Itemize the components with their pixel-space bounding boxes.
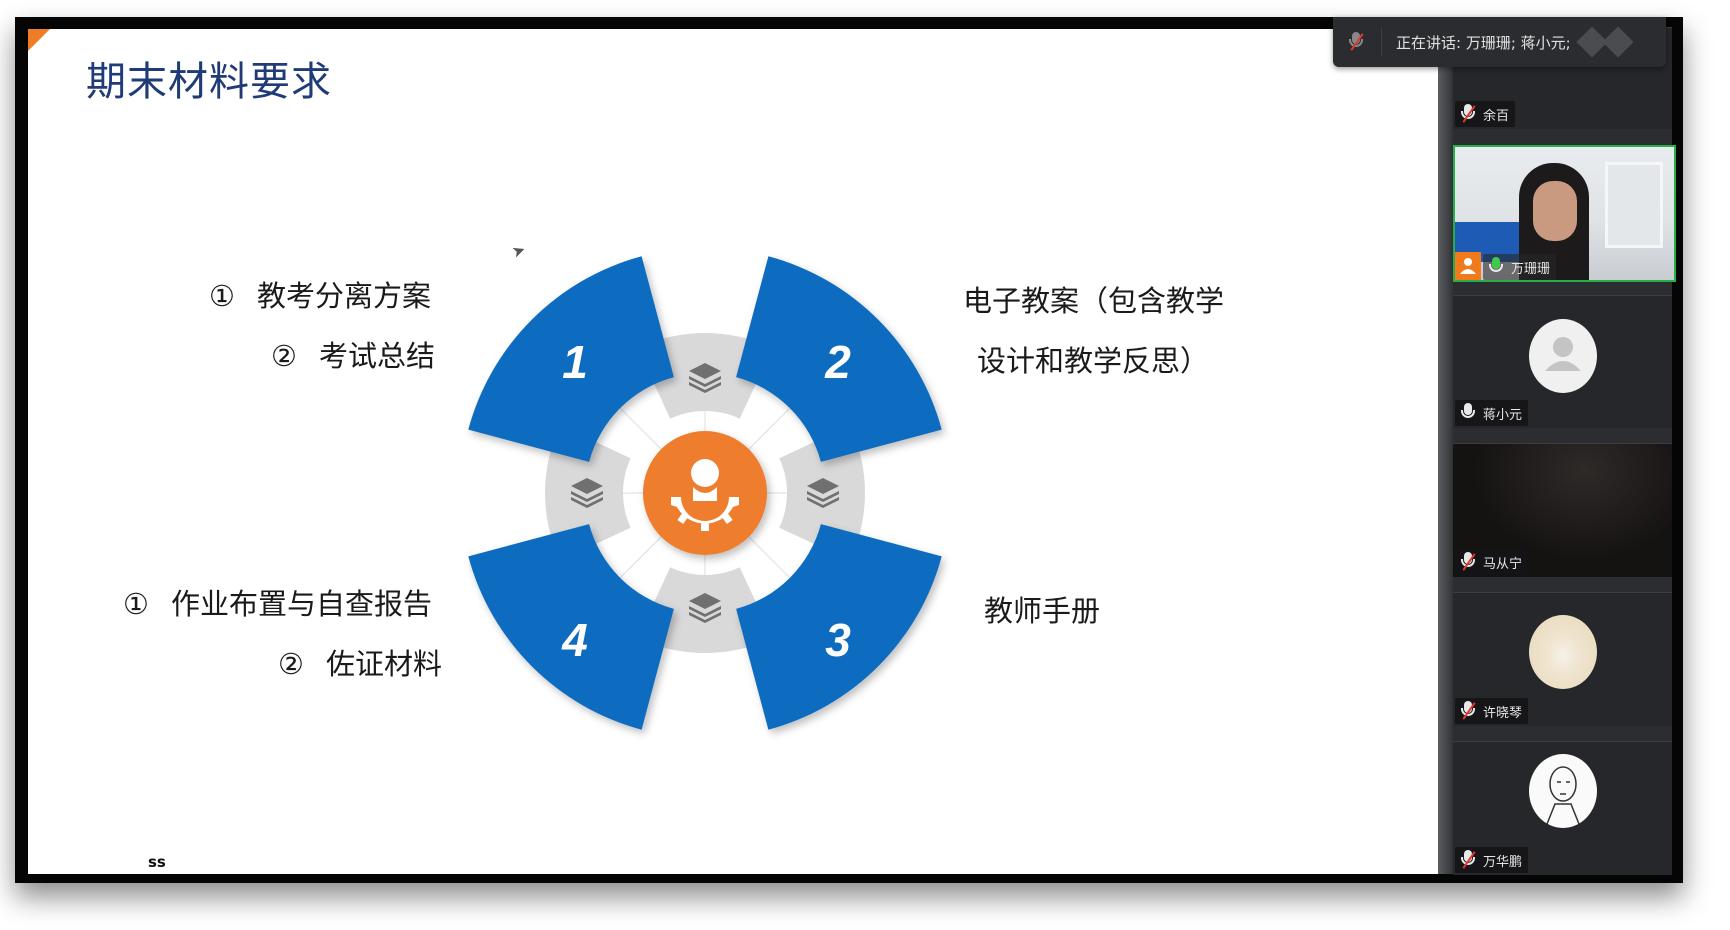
shared-slide: 期末材料要求 bbox=[28, 29, 1438, 874]
mic-muted-icon[interactable] bbox=[1461, 552, 1476, 572]
participant-namebar: 许晓琴 bbox=[1455, 698, 1529, 724]
participant-namebar: 万珊珊 bbox=[1483, 254, 1557, 280]
participant-tile-active-speaker[interactable]: 万珊珊 bbox=[1453, 145, 1676, 282]
mic-muted-icon[interactable] bbox=[1349, 32, 1364, 52]
participant-name: 万华鹏 bbox=[1483, 854, 1523, 870]
participant-tile[interactable]: 万华鹏 bbox=[1453, 741, 1672, 875]
speaking-indicator-bar: 正在讲话: 万珊珊; 蒋小元; bbox=[1333, 17, 1666, 67]
mic-icon[interactable] bbox=[1461, 403, 1475, 423]
segment-number-1: 1 bbox=[562, 336, 588, 388]
mic-muted-icon[interactable] bbox=[1461, 104, 1476, 124]
item3-line1: 教师手册 bbox=[984, 594, 1101, 628]
participant-name: 马从宁 bbox=[1483, 556, 1523, 572]
four-part-diagram: 1 2 3 4 bbox=[468, 256, 942, 730]
layers-icons bbox=[571, 363, 839, 623]
slide-title: 期末材料要求 bbox=[86, 59, 332, 105]
segment-number-4: 4 bbox=[561, 614, 588, 666]
participant-name: 余百 bbox=[1483, 108, 1510, 124]
participant-tile[interactable]: 马从宁 bbox=[1453, 443, 1672, 577]
participant-name: 万珊珊 bbox=[1511, 261, 1551, 277]
participant-namebar: 马从宁 bbox=[1455, 549, 1529, 575]
item2-line2: 设计和教学反思） bbox=[977, 344, 1210, 378]
app-logo-icon bbox=[1576, 26, 1634, 58]
slide-page-marker: ss bbox=[148, 853, 166, 871]
participant-panel[interactable]: 余百 万珊珊 蒋小元 马从宁 许 bbox=[1438, 27, 1676, 875]
cat-avatar bbox=[1528, 615, 1597, 689]
blue-segments bbox=[468, 256, 942, 730]
sketch-avatar bbox=[1528, 754, 1597, 828]
mic-muted-icon[interactable] bbox=[1461, 701, 1476, 721]
corner-accent bbox=[28, 29, 50, 51]
participant-namebar: 蒋小元 bbox=[1455, 400, 1529, 426]
item2-line1: 电子教案（包含教学 bbox=[963, 284, 1225, 318]
mic-muted-icon[interactable] bbox=[1461, 850, 1476, 870]
participant-tile[interactable]: 蒋小元 bbox=[1453, 295, 1672, 428]
participant-name: 许晓琴 bbox=[1483, 705, 1523, 721]
segment-number-3: 3 bbox=[825, 614, 851, 666]
participant-tile[interactable]: 许晓琴 bbox=[1453, 592, 1672, 726]
default-avatar bbox=[1528, 319, 1597, 393]
segment-number-2: 2 bbox=[824, 336, 851, 388]
engineer-gear-icon bbox=[671, 459, 739, 531]
participant-namebar: 余百 bbox=[1455, 101, 1516, 127]
host-badge-icon bbox=[1455, 252, 1481, 280]
speaking-label: 正在讲话: 万珊珊; 蒋小元; bbox=[1396, 33, 1571, 52]
mic-active-icon[interactable] bbox=[1489, 257, 1503, 277]
participant-namebar: 万华鹏 bbox=[1455, 847, 1529, 873]
participant-name: 蒋小元 bbox=[1483, 407, 1523, 423]
